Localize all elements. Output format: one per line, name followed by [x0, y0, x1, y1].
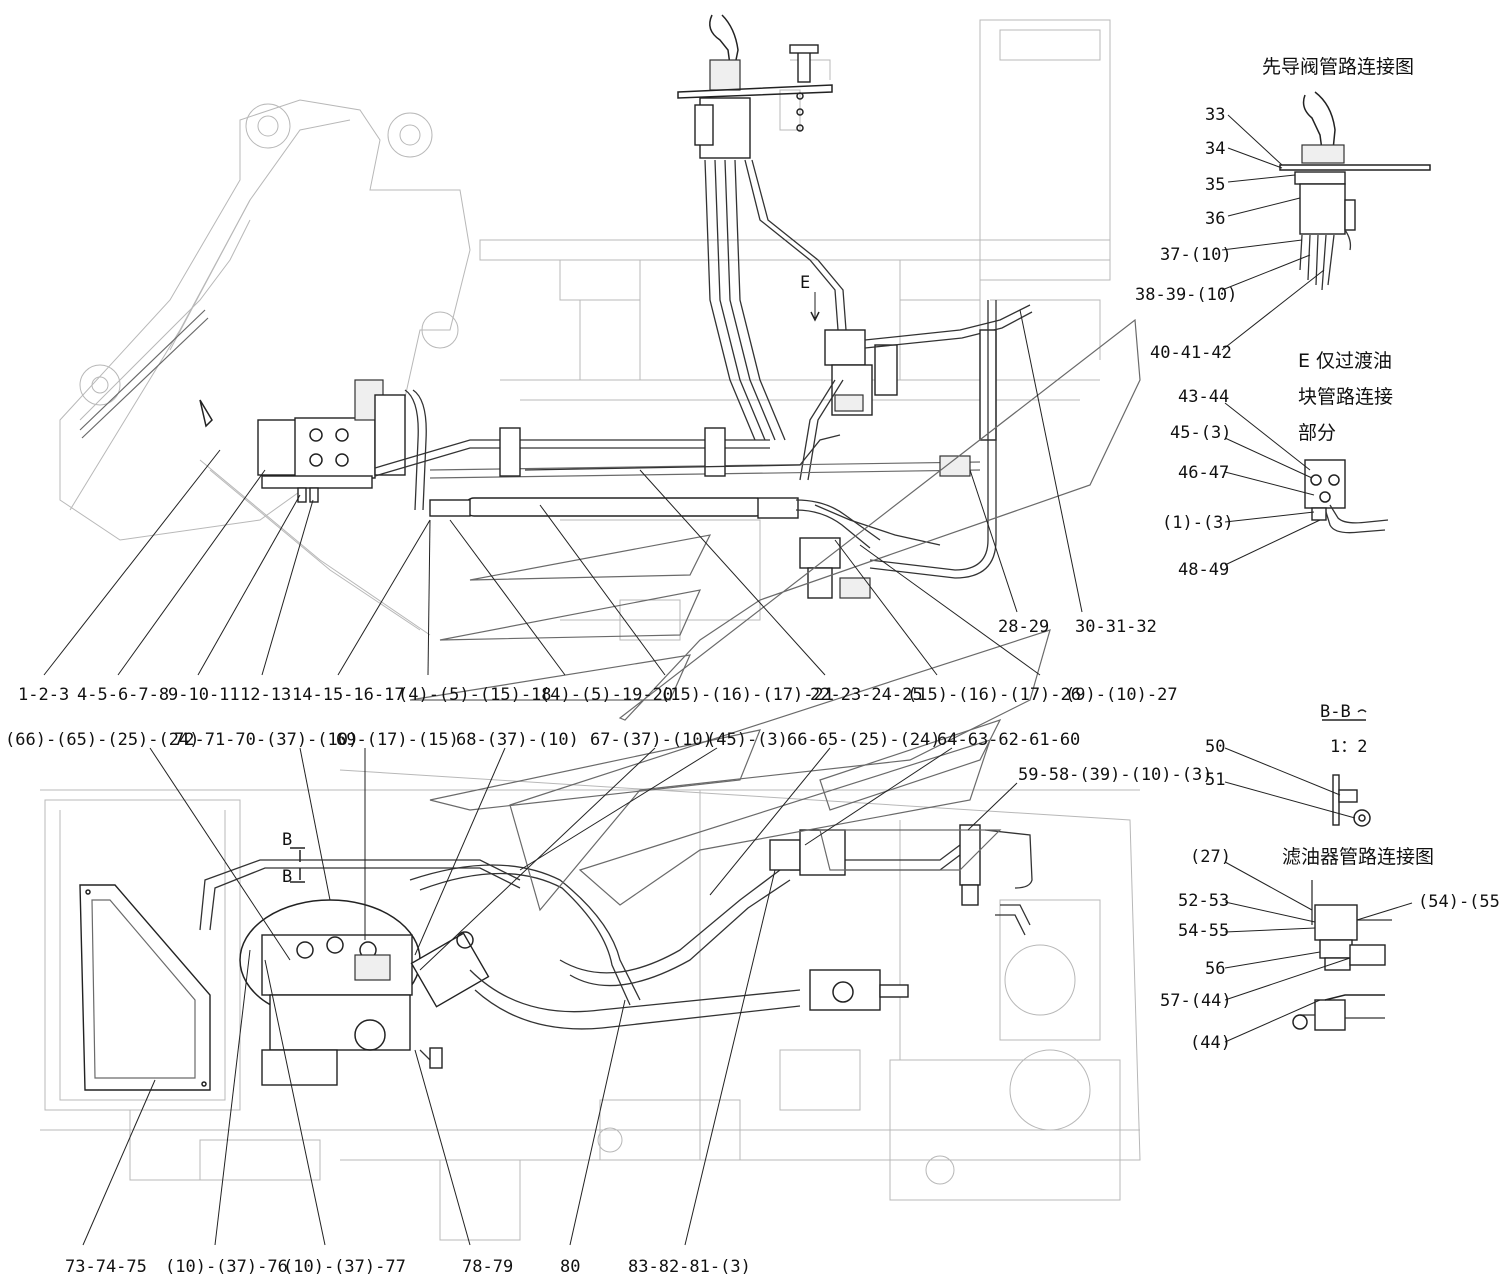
callout-27: (9)-(10)-27 — [1065, 685, 1178, 705]
callout-78-79: 78-79 — [462, 1257, 513, 1277]
inset-pilot-valve — [1279, 91, 1431, 291]
upper-control-valve — [199, 379, 770, 511]
callout-46-47: 46-47 — [1178, 463, 1229, 483]
callout-1-2-3: 1-2-3 — [18, 685, 69, 705]
title-section-bb: B-B — [1320, 702, 1351, 722]
upper-horizontal-pipes — [429, 427, 981, 599]
callout-35: 35 — [1205, 175, 1225, 195]
callout-37: 37-(10) — [1160, 245, 1232, 265]
title-filter: 滤油器管路连接图 — [1282, 846, 1434, 868]
callout-52-53: 52-53 — [1178, 891, 1229, 911]
callout-19-20: (4)-(5)-19-20 — [540, 685, 673, 705]
callout-57-44: 57-(44) — [1160, 991, 1232, 1011]
title-e-block-2: 块管路连接 — [1298, 386, 1393, 408]
callout-36: 36 — [1205, 209, 1225, 229]
callout-68: 68-(37)-(10) — [456, 730, 579, 750]
callout-26: (15)-(16)-(17)-26 — [907, 685, 1081, 705]
callout-69: 69-(17)-(15) — [336, 730, 459, 750]
callout-67: 67-(37)-(10) — [590, 730, 713, 750]
lower-main-valve — [199, 859, 521, 1086]
callout-9-11: 9-10-11 — [168, 685, 240, 705]
callout-4-8: 4-5-6-7-8 — [77, 685, 169, 705]
callout-66-65-25-24-b: 66-65-(25)-(24) — [787, 730, 941, 750]
section-b-markers — [290, 847, 305, 883]
callout-38-39: 38-39-(10) — [1135, 285, 1237, 305]
callout-40-42: 40-41-42 — [1150, 343, 1232, 363]
callout-70-72: 72-71-70-(37)-(10) — [174, 730, 358, 750]
callout-44-ref: (44) — [1190, 1033, 1231, 1053]
section-b-marker-top: B — [282, 830, 292, 850]
callout-28-29: 28-29 — [998, 617, 1049, 637]
callout-58-59: 59-58-(39)-(10)-(3) — [1018, 765, 1212, 785]
view-arrows-upper — [409, 318, 1141, 721]
callout-81-83: 83-82-81-(3) — [628, 1257, 751, 1277]
callout-48-49: 48-49 — [1178, 560, 1229, 580]
section-b-marker-bottom: B — [282, 867, 292, 887]
callout-14-17: 14-15-16-17 — [292, 685, 405, 705]
view-arrows-lower — [429, 629, 1051, 912]
scale-label: 1：2 — [1330, 737, 1367, 757]
title-pilot-valve: 先导阀管路连接图 — [1262, 56, 1414, 78]
callout-labels: 先导阀管路连接图 E 仅过渡油 块管路连接 部分 滤油器管路连接图 B-B 1：… — [5, 56, 1500, 1277]
callout-27-inset: (27) — [1190, 847, 1231, 867]
transition-block-e — [799, 300, 1033, 579]
callout-21: (15)-(16)-(17)-21 — [660, 685, 834, 705]
upper-frame-background — [59, 19, 1111, 641]
callout-76: (10)-(37)-76 — [165, 1257, 288, 1277]
callout-54-55: 54-55 — [1178, 921, 1229, 941]
view-e-marker: E — [800, 273, 810, 293]
callout-30-32: 30-31-32 — [1075, 617, 1157, 637]
pilot-valve-upper — [677, 14, 847, 441]
callout-34: 34 — [1205, 139, 1225, 159]
inset-filter — [1292, 880, 1392, 1031]
inset-section-bb — [1322, 709, 1371, 827]
callout-18: (4)-(5)-(15)-18 — [398, 685, 552, 705]
inspection-cover — [79, 884, 211, 1091]
callout-60-64: 64-63-62-61-60 — [937, 730, 1080, 750]
leader-lines — [43, 114, 1413, 1246]
callout-50: 50 — [1205, 737, 1225, 757]
callout-45-3-inset: 45-(3) — [1170, 423, 1231, 443]
callout-77: (10)-(37)-77 — [283, 1257, 406, 1277]
callout-45-3: (45)-(3) — [706, 730, 788, 750]
callout-54-55-ref: (54)-(55) — [1418, 892, 1500, 912]
callout-1-3-inset: (1)-(3) — [1162, 513, 1234, 533]
title-e-block-3: 部分 — [1298, 422, 1336, 444]
callout-22-25: 22-23-24-25 — [810, 685, 923, 705]
callout-33: 33 — [1205, 105, 1225, 125]
callout-56: 56 — [1205, 959, 1225, 979]
callout-66-65-25-24-a: (66)-(65)-(25)-(24) — [5, 730, 199, 750]
lower-hoses — [409, 824, 1033, 1030]
callout-43-44: 43-44 — [1178, 387, 1229, 407]
inset-transition-block — [1304, 459, 1389, 534]
callout-12-13: 12-13 — [240, 685, 291, 705]
title-e-block-1: E 仅过渡油 — [1298, 350, 1392, 372]
callout-51: 51 — [1205, 770, 1225, 790]
callout-73-75: 73-74-75 — [65, 1257, 147, 1277]
callout-80: 80 — [560, 1257, 580, 1277]
